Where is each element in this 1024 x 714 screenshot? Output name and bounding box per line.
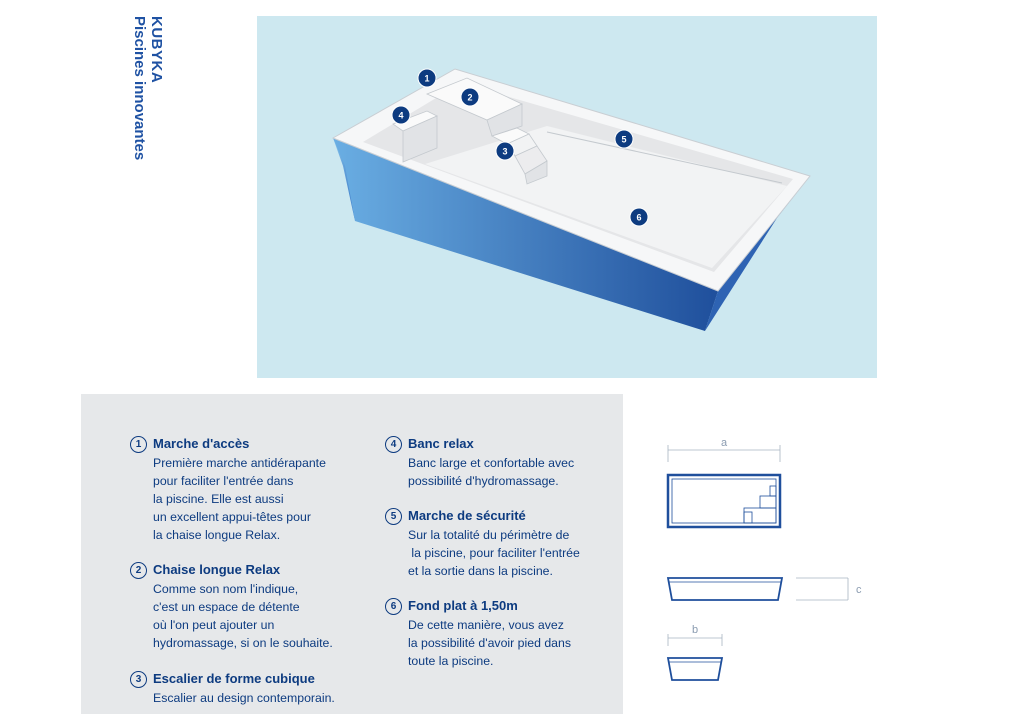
svg-text:3: 3	[502, 147, 507, 157]
pool-safety-step	[546, 131, 783, 184]
pool-illustration: 1 2 3 4 5 6	[257, 16, 877, 378]
feature-number: 3	[130, 671, 147, 688]
feature-number: 1	[130, 436, 147, 453]
feature-number: 2	[130, 562, 147, 579]
dimension-c-label: c	[856, 584, 862, 596]
dimension-b-label: b	[692, 624, 698, 636]
feature-description: De cette manière, vous avez la possibili…	[408, 618, 571, 668]
feature-description: Banc large et confortable avec possibili…	[408, 456, 575, 488]
dimension-diagrams: a c b	[660, 430, 890, 690]
features-panel: 1 Marche d'accès Première marche antidér…	[81, 394, 623, 714]
brand-block: KUBYKA Piscines innovantes	[121, 16, 165, 196]
top-view-diagram: a	[666, 437, 782, 529]
dimension-a-label: a	[721, 437, 728, 449]
svg-text:1: 1	[424, 74, 429, 84]
end-view-diagram: b	[666, 624, 724, 681]
badge-4: 4	[391, 105, 411, 125]
feature-title: Marche de sécurité	[408, 508, 526, 523]
badge-3: 3	[495, 141, 515, 161]
brand-name: KUBYKA	[148, 16, 165, 84]
pool-side-front	[333, 138, 718, 331]
side-view-diagram: c	[666, 577, 862, 601]
feature-description: Comme son nom l'indique, c'est un espace…	[153, 582, 333, 650]
pool-floor	[425, 126, 787, 268]
feature-title: Chaise longue Relax	[153, 562, 281, 577]
pool-drawing: 1 2 3 4 5 6	[331, 68, 811, 331]
feature-title: Fond plat à 1,50m	[408, 598, 518, 613]
badge-2: 2	[460, 87, 480, 107]
feature-description: Escalier au design contemporain.	[153, 691, 335, 705]
badge-5: 5	[614, 129, 634, 149]
feature-description: Première marche antidérapante pour facil…	[153, 456, 326, 542]
badge-1: 1	[417, 68, 437, 88]
feature-number: 5	[385, 508, 402, 525]
svg-text:2: 2	[467, 93, 472, 103]
badge-6: 6	[629, 207, 649, 227]
feature-title: Marche d'accès	[153, 436, 250, 451]
feature-number: 6	[385, 598, 402, 615]
brand-tagline: Piscines innovantes	[131, 16, 148, 161]
svg-text:6: 6	[636, 213, 641, 223]
feature-title: Banc relax	[408, 436, 474, 451]
svg-text:4: 4	[398, 111, 403, 121]
svg-text:5: 5	[621, 135, 626, 145]
feature-description: Sur la totalité du périmètre de la pisci…	[408, 528, 580, 578]
feature-title: Escalier de forme cubique	[153, 671, 315, 686]
feature-number: 4	[385, 436, 402, 453]
